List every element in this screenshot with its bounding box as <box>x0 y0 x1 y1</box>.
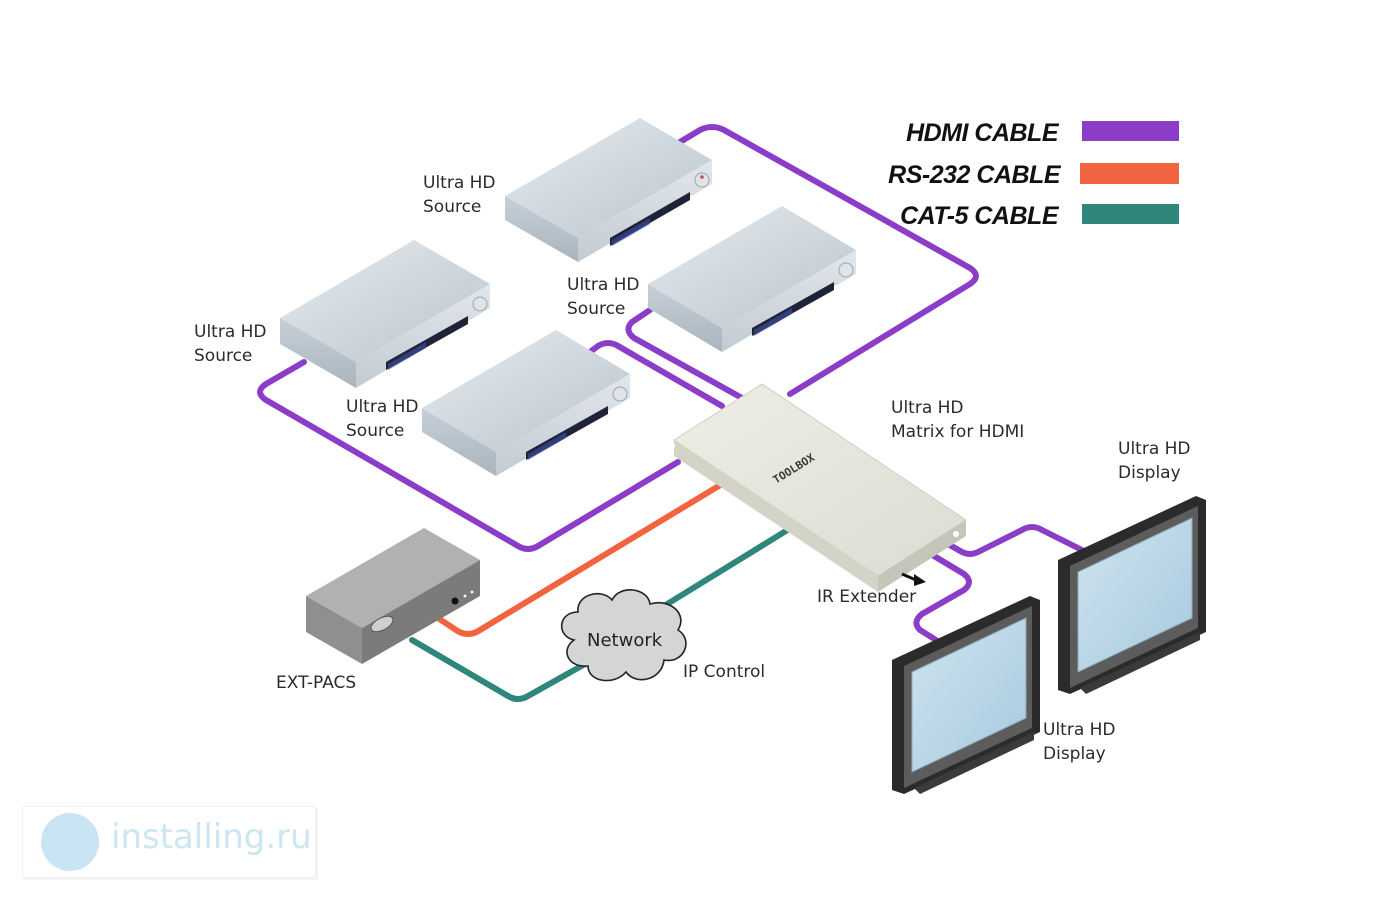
rs232-cable <box>435 481 725 637</box>
ir-extender-arrow-icon <box>901 572 926 586</box>
legend-label-hdmi: HDMI CABLE <box>906 119 1060 147</box>
hdmi-cable-source-right <box>625 307 745 401</box>
matrix-label-line1: Ultra HD <box>891 398 964 418</box>
source-device-right <box>648 206 856 352</box>
source-top-label-line2: Source <box>423 197 481 217</box>
source-left-label-line2: Source <box>194 346 252 366</box>
cat5-cable <box>409 637 588 702</box>
matrix-label: Ultra HD Matrix for HDMI <box>891 398 1024 442</box>
legend: HDMI CABLE RS-232 CABLE CAT-5 CABLE <box>888 119 1179 230</box>
source-top-label-line1: Ultra HD <box>423 173 496 193</box>
source-middle-label: Ultra HD Source <box>346 397 424 441</box>
source-device-left <box>280 240 490 388</box>
ext-pacs-device <box>306 528 480 664</box>
ext-pacs-label: EXT-PACS <box>276 673 356 693</box>
source-right-label-line1: Ultra HD <box>567 275 640 295</box>
display-back-label-line2: Display <box>1118 463 1181 483</box>
cat5-cable-upper <box>661 523 797 609</box>
hdmi-cable-display-back <box>945 524 1085 557</box>
source-device-top <box>505 118 712 262</box>
display-front-label-line2: Display <box>1043 744 1106 764</box>
display-back-label: Ultra HD Display <box>1118 439 1196 483</box>
legend-swatch-rs232 <box>1080 163 1179 184</box>
source-middle-label-line1: Ultra HD <box>346 397 419 417</box>
cables <box>257 124 1085 702</box>
source-middle-label-line2: Source <box>346 421 404 441</box>
legend-label-cat5: CAT-5 CABLE <box>900 202 1060 230</box>
legend-item-cat5: CAT-5 CABLE <box>900 202 1179 230</box>
ip-control-label: IP Control <box>683 662 765 682</box>
legend-swatch-cat5 <box>1082 204 1179 224</box>
display-front <box>892 596 1040 794</box>
legend-item-rs232: RS-232 CABLE <box>888 161 1179 189</box>
source-device-middle <box>422 330 630 476</box>
display-back <box>1058 496 1206 694</box>
watermark: installing.ru <box>22 806 316 878</box>
matrix-device <box>669 383 967 592</box>
ir-extender-label: IR Extender <box>817 587 916 607</box>
display-front-label-line1: Ultra HD <box>1043 720 1116 740</box>
legend-swatch-hdmi <box>1082 121 1179 141</box>
hdmi-cable-display-front <box>913 553 972 643</box>
watermark-logo-icon <box>41 813 99 871</box>
source-left-label-line1: Ultra HD <box>194 322 267 342</box>
network-label: Network <box>587 630 663 651</box>
display-front-label: Ultra HD Display <box>1043 720 1121 764</box>
legend-label-rs232: RS-232 CABLE <box>888 161 1062 189</box>
watermark-text: installing.ru <box>111 817 312 857</box>
matrix-label-line2: Matrix for HDMI <box>891 422 1024 442</box>
source-top-label: Ultra HD Source <box>423 173 501 217</box>
source-right-label-line2: Source <box>567 299 625 319</box>
hdmi-cable-source-left <box>257 359 681 552</box>
display-back-label-line1: Ultra HD <box>1118 439 1191 459</box>
legend-item-hdmi: HDMI CABLE <box>906 119 1179 147</box>
hdmi-cable-source-middle <box>587 340 725 409</box>
hdmi-cable-source-top <box>677 124 979 397</box>
network-cloud-icon <box>560 589 687 682</box>
source-left-label: Ultra HD Source <box>194 322 272 366</box>
source-right-label: Ultra HD Source <box>567 275 645 319</box>
